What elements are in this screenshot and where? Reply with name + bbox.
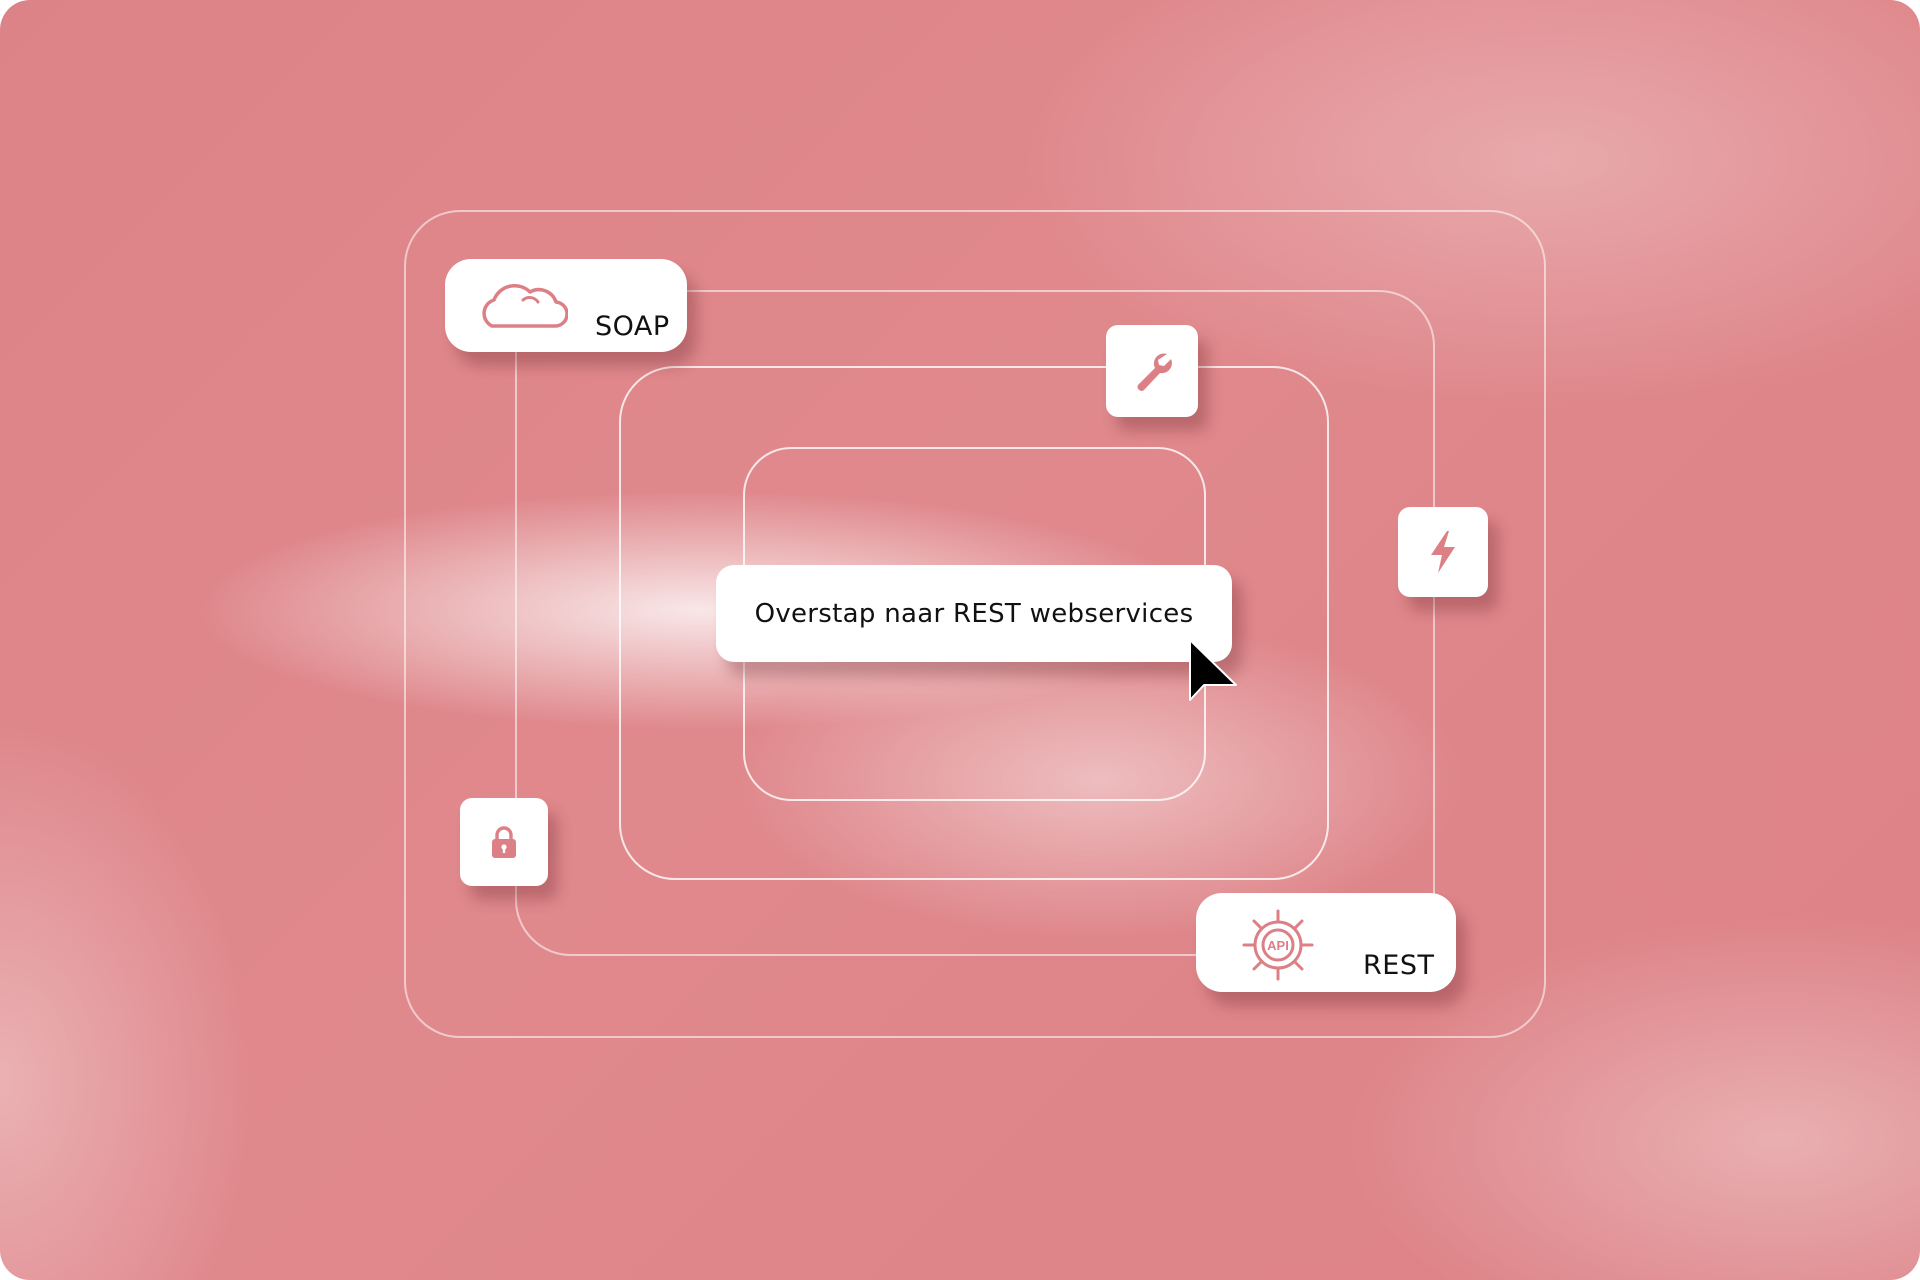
outer-frame — [404, 210, 1546, 1038]
second-frame — [515, 290, 1435, 956]
lightning-card[interactable] — [1398, 507, 1488, 597]
cloud-icon — [482, 283, 568, 328]
mouse-pointer-icon — [1189, 639, 1237, 701]
wrench-icon — [1137, 353, 1172, 391]
main-title: Overstap naar REST webservices — [754, 598, 1194, 629]
api-gear-icon: API — [1242, 909, 1314, 981]
wrench-card[interactable] — [1106, 325, 1198, 417]
rest-card[interactable]: API REST — [1196, 893, 1456, 992]
soap-label: SOAP — [595, 311, 670, 342]
main-title-card[interactable]: Overstap naar REST webservices — [716, 565, 1232, 662]
lock-card[interactable] — [460, 798, 548, 886]
lightning-icon — [1431, 531, 1455, 573]
lock-icon — [492, 826, 516, 858]
third-frame — [619, 366, 1329, 880]
soap-card[interactable]: SOAP — [445, 259, 687, 352]
rest-label: REST — [1363, 950, 1435, 981]
api-icon-text: API — [1267, 938, 1289, 953]
